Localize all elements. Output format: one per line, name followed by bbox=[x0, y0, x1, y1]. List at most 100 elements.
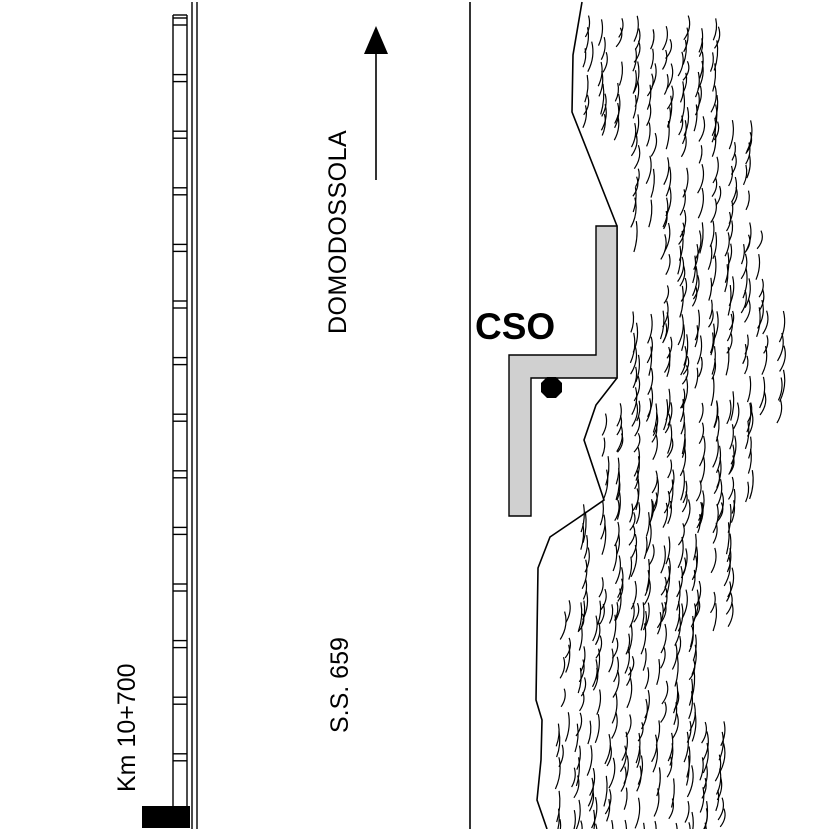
hatch-stroke bbox=[554, 757, 561, 790]
hatch-stroke bbox=[667, 402, 673, 426]
hatch-stroke bbox=[681, 548, 688, 576]
hatch-stroke bbox=[666, 436, 674, 458]
hatch-stroke bbox=[694, 325, 699, 348]
hatch-stroke bbox=[633, 145, 641, 170]
hatch-stroke bbox=[698, 435, 706, 467]
hatch-stroke bbox=[678, 115, 684, 136]
hatch-stroke bbox=[602, 469, 609, 501]
hatch-stroke bbox=[623, 787, 628, 810]
hatch-stroke bbox=[671, 644, 678, 670]
hatch-stroke bbox=[731, 187, 738, 207]
hatch-stroke bbox=[679, 388, 686, 409]
hatch-stroke bbox=[656, 602, 664, 629]
hatch-stroke bbox=[710, 547, 717, 574]
hatch-stroke bbox=[729, 424, 734, 450]
hatch-stroke bbox=[745, 481, 750, 503]
hatch-stroke bbox=[633, 602, 640, 623]
hatch-stroke bbox=[680, 470, 685, 501]
hatch-stroke bbox=[601, 113, 606, 136]
hatch-stroke bbox=[630, 544, 638, 578]
hatch-stroke bbox=[589, 767, 596, 796]
hatch-stroke bbox=[711, 104, 718, 137]
hatch-stroke bbox=[682, 60, 690, 81]
hatch-stroke bbox=[633, 40, 641, 63]
hatch-stroke bbox=[674, 655, 679, 687]
hatch-stroke bbox=[677, 603, 684, 632]
hatch-stroke bbox=[746, 154, 751, 179]
hatch-stroke bbox=[693, 104, 698, 132]
hatch-stroke bbox=[677, 51, 684, 77]
hatch-stroke bbox=[645, 155, 652, 184]
hatch-stroke bbox=[644, 667, 650, 690]
hatch-stroke bbox=[635, 354, 640, 383]
hatch-stroke bbox=[779, 369, 786, 402]
hatch-stroke bbox=[686, 746, 691, 778]
hatch-stroke bbox=[712, 63, 717, 92]
hatch-stroke bbox=[694, 367, 699, 389]
hatch-stroke bbox=[660, 601, 667, 623]
hatch-stroke bbox=[580, 646, 586, 672]
hatch-stroke bbox=[694, 309, 701, 341]
hatch-stroke bbox=[701, 777, 707, 799]
hatch-stroke bbox=[612, 669, 620, 698]
hatch-stroke bbox=[651, 422, 658, 443]
hatch-stroke bbox=[691, 811, 694, 834]
hatch-stroke bbox=[667, 459, 673, 479]
hatch-stroke bbox=[601, 413, 608, 436]
hatch-stroke bbox=[731, 488, 736, 514]
hatch-stroke bbox=[701, 721, 707, 744]
hatch-stroke bbox=[692, 255, 697, 284]
hatch-stroke bbox=[616, 425, 624, 453]
hatch-stroke bbox=[731, 141, 737, 161]
hatch-stroke bbox=[681, 491, 688, 513]
hatch-stroke bbox=[728, 220, 734, 241]
hatch-stroke bbox=[660, 576, 667, 596]
hatch-stroke bbox=[671, 713, 679, 740]
hatch-stroke bbox=[665, 166, 672, 197]
hatch-stroke bbox=[698, 38, 704, 57]
hatch-stroke bbox=[666, 85, 674, 110]
hatch-stroke bbox=[724, 264, 729, 293]
hatch-stroke bbox=[661, 26, 669, 51]
hatch-stroke bbox=[616, 479, 621, 501]
hatch-stroke bbox=[710, 85, 717, 113]
hatch-stroke bbox=[663, 490, 671, 514]
hatch-stroke bbox=[582, 105, 587, 128]
hatch-stroke bbox=[652, 412, 659, 436]
cso-structure bbox=[508, 225, 618, 517]
hatch-stroke bbox=[646, 73, 654, 97]
hatch-stroke bbox=[584, 15, 591, 38]
hatch-stroke bbox=[634, 415, 641, 437]
hatch-stroke bbox=[679, 189, 686, 216]
hatch-stroke bbox=[646, 103, 652, 126]
hatch-stroke bbox=[697, 187, 704, 219]
hatch-stroke bbox=[691, 644, 697, 676]
hatch-stroke bbox=[595, 635, 603, 659]
hatch-stroke bbox=[742, 343, 747, 365]
hatch-stroke bbox=[755, 253, 761, 280]
hatch-stroke bbox=[598, 70, 604, 97]
hatch-stroke bbox=[691, 555, 698, 581]
hatch-stroke bbox=[556, 790, 561, 823]
hatch-stroke bbox=[675, 822, 678, 834]
hatch-stroke bbox=[594, 622, 601, 646]
hatch-stroke bbox=[625, 633, 631, 655]
hatch-stroke bbox=[604, 789, 612, 815]
hatch-stroke bbox=[648, 544, 655, 566]
hatch-stroke bbox=[633, 15, 639, 42]
hatch-stroke bbox=[617, 433, 624, 453]
hatch-stroke bbox=[727, 285, 732, 316]
hatch-stroke bbox=[710, 198, 717, 223]
hatch-stroke bbox=[676, 580, 681, 611]
hatch-stroke bbox=[725, 346, 730, 376]
hatch-stroke bbox=[740, 289, 747, 314]
hatch-stroke bbox=[725, 522, 730, 555]
hatch-stroke bbox=[606, 745, 612, 767]
hatch-stroke bbox=[667, 500, 673, 525]
hatch-stroke bbox=[633, 432, 641, 453]
hatch-stroke bbox=[707, 244, 713, 270]
hatch-stroke bbox=[677, 314, 684, 346]
hatch-stroke bbox=[565, 600, 571, 624]
hatch-stroke bbox=[629, 512, 636, 531]
